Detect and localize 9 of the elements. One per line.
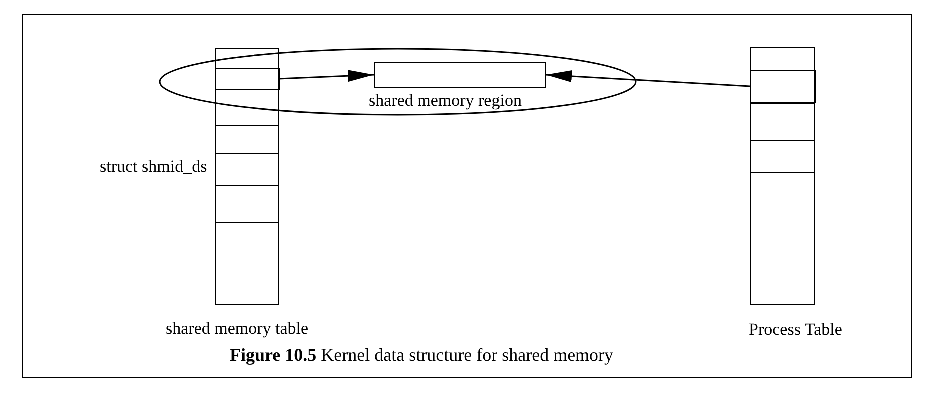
arrow [546,70,750,88]
table-slot [750,70,816,102]
structure-label: struct shmid_ds [100,157,208,177]
node-label: shared memory region [369,91,522,111]
figure-caption: Figure 10.5 Kernel data structure for shared memory [230,345,614,366]
node-label: shared memory table [166,319,309,339]
arrow [278,70,374,82]
table-slot [214,68,280,90]
node-label: Process Table [749,320,842,340]
